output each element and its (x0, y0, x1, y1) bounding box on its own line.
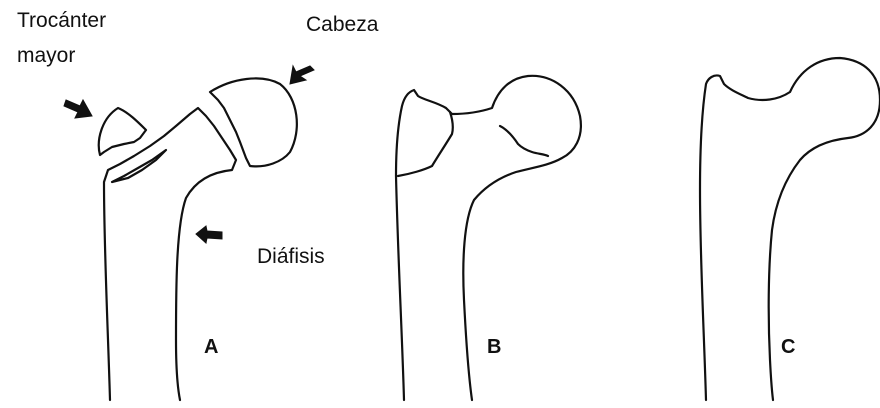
trochanter-label-line2: mayor (17, 44, 75, 68)
trochanter-fragment (99, 108, 146, 155)
fracture-chip (112, 150, 166, 182)
trochanter-arrow-icon (64, 100, 92, 118)
panel-c-label: C (781, 336, 795, 359)
shaft-label: Diáfisis (257, 245, 325, 269)
head-arrow-icon (290, 66, 314, 84)
trochanter-label-line1: Trocánter (17, 9, 106, 33)
panel-a-femur (64, 66, 314, 400)
panel-a-label: A (204, 336, 218, 359)
head-label: Cabeza (306, 13, 378, 37)
shaft-arrow-icon (196, 226, 222, 243)
femoral-head-fragment (210, 78, 297, 166)
trochanter-callus-b (398, 112, 453, 176)
head-fracture-line-b (500, 126, 548, 156)
panel-b-label: B (487, 336, 501, 359)
